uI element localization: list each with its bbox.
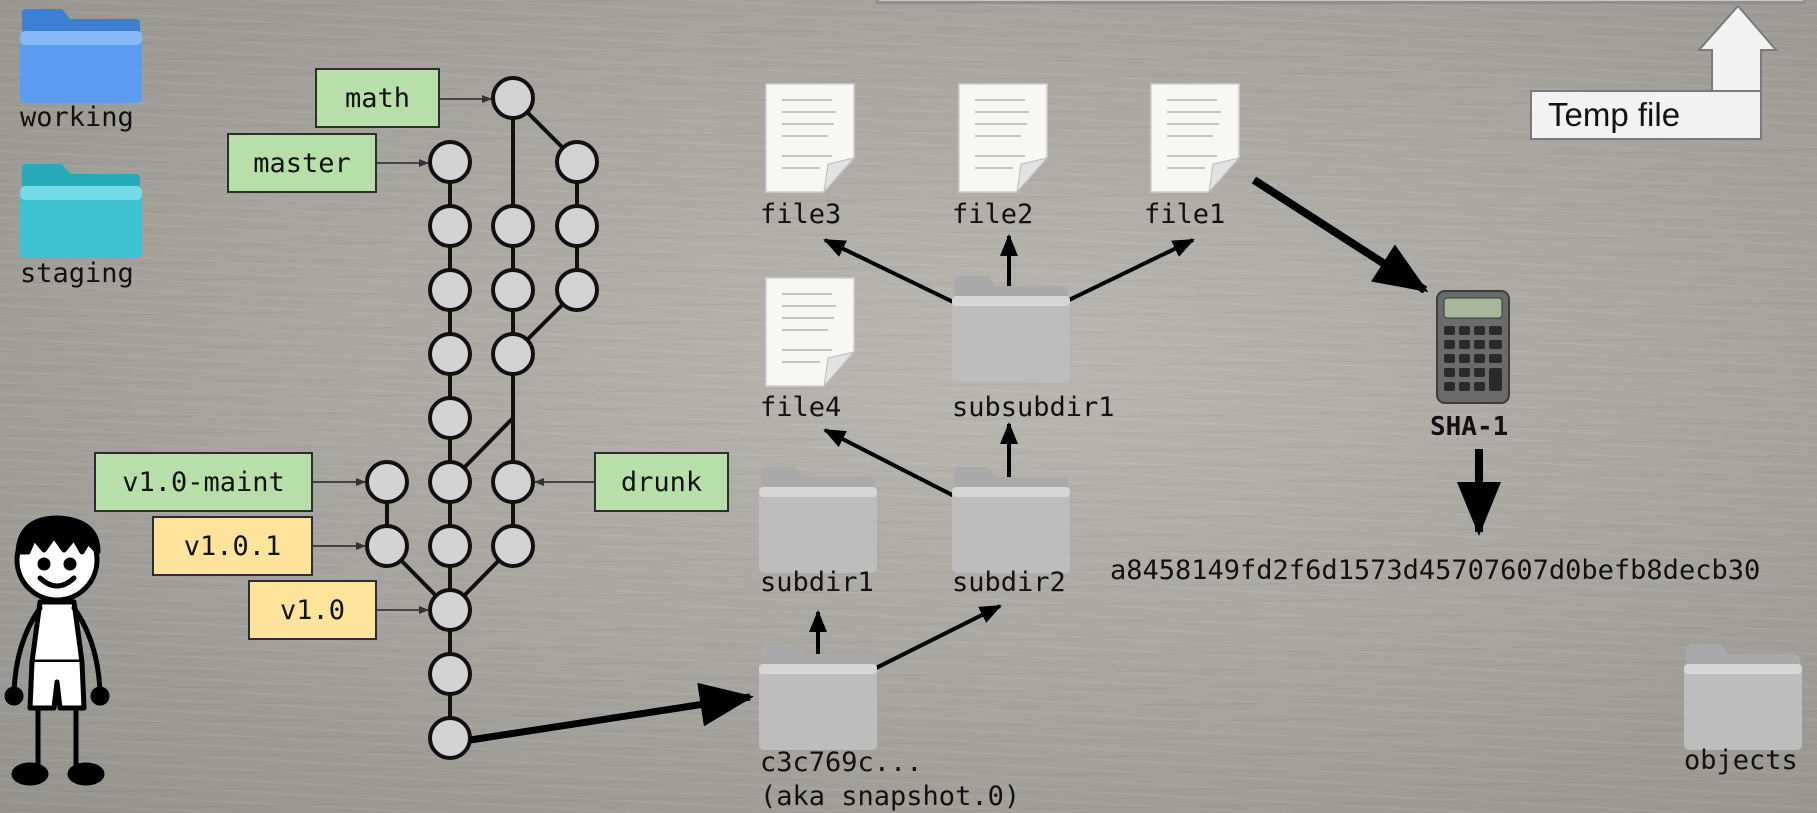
objects-folder-icon [1680, 640, 1806, 758]
temp-file-label: Temp file [1530, 90, 1762, 140]
tag-v1-0-1[interactable]: v1.0.1 [152, 516, 313, 576]
working-label: working [20, 102, 134, 133]
subdir1-label: subdir1 [760, 567, 874, 598]
staging-folder-icon [18, 162, 144, 266]
commit-node [428, 204, 472, 248]
result-hash-label: a8458149fd2f6d1573d45707607d0befb8decb30 [1110, 555, 1761, 586]
branch-tag-math[interactable]: math [315, 68, 440, 128]
subdir1-folder-icon [755, 463, 881, 581]
commit-node [428, 588, 472, 632]
snapshot-root-folder-icon [755, 640, 881, 758]
temp-file-frame [876, 0, 1806, 4]
big-arrows [469, 176, 1501, 744]
commit-nodes [365, 76, 599, 760]
commit-node [491, 268, 535, 312]
commit-node [428, 716, 472, 760]
tag-v1-0[interactable]: v1.0 [248, 580, 377, 640]
branch-tag-drunk[interactable]: drunk [594, 452, 729, 512]
file1-label: file1 [1144, 199, 1226, 230]
branch-tag-master[interactable]: master [227, 133, 377, 193]
commit-node [555, 204, 599, 248]
file3-document-icon [762, 82, 860, 200]
commit-node [428, 396, 472, 440]
staging-label: staging [20, 258, 134, 289]
snapshot-alias-label: (aka snapshot.0) [760, 781, 1021, 812]
file2-label: file2 [952, 199, 1034, 230]
calculator-icon [1434, 288, 1512, 410]
stick-figure-person-icon [2, 512, 112, 796]
commit-node [428, 332, 472, 376]
commit-node [491, 524, 535, 568]
sha1-label: SHA-1 [1430, 412, 1509, 442]
commit-node [428, 524, 472, 568]
subdir2-label: subdir2 [952, 567, 1066, 598]
commit-node [555, 268, 599, 312]
file3-label: file3 [760, 199, 842, 230]
commit-graph-edges [385, 96, 579, 738]
commit-node [428, 652, 472, 696]
file1-document-icon [1147, 82, 1245, 200]
commit-node [555, 140, 599, 184]
subsubdir1-label: subsubdir1 [952, 392, 1115, 423]
objects-label: objects [1684, 745, 1798, 776]
subsubdir1-folder-icon [948, 272, 1074, 390]
commit-node [365, 460, 409, 504]
commit-node [491, 76, 535, 120]
commit-node [491, 204, 535, 248]
subdir2-folder-icon [948, 463, 1074, 581]
working-folder-icon [18, 7, 144, 111]
commit-node [491, 332, 535, 376]
file2-document-icon [955, 82, 1053, 200]
commit-node [428, 140, 472, 184]
commit-node [428, 460, 472, 504]
commit-node [491, 460, 535, 504]
branch-tag-v1-0-maint[interactable]: v1.0-maint [94, 452, 313, 512]
commit-node [428, 268, 472, 312]
file4-document-icon [762, 276, 860, 394]
commit-node [365, 524, 409, 568]
ref-pointer-arrows [313, 95, 594, 614]
snapshot-hash-label: c3c769c... [760, 747, 923, 778]
file4-label: file4 [760, 392, 842, 423]
